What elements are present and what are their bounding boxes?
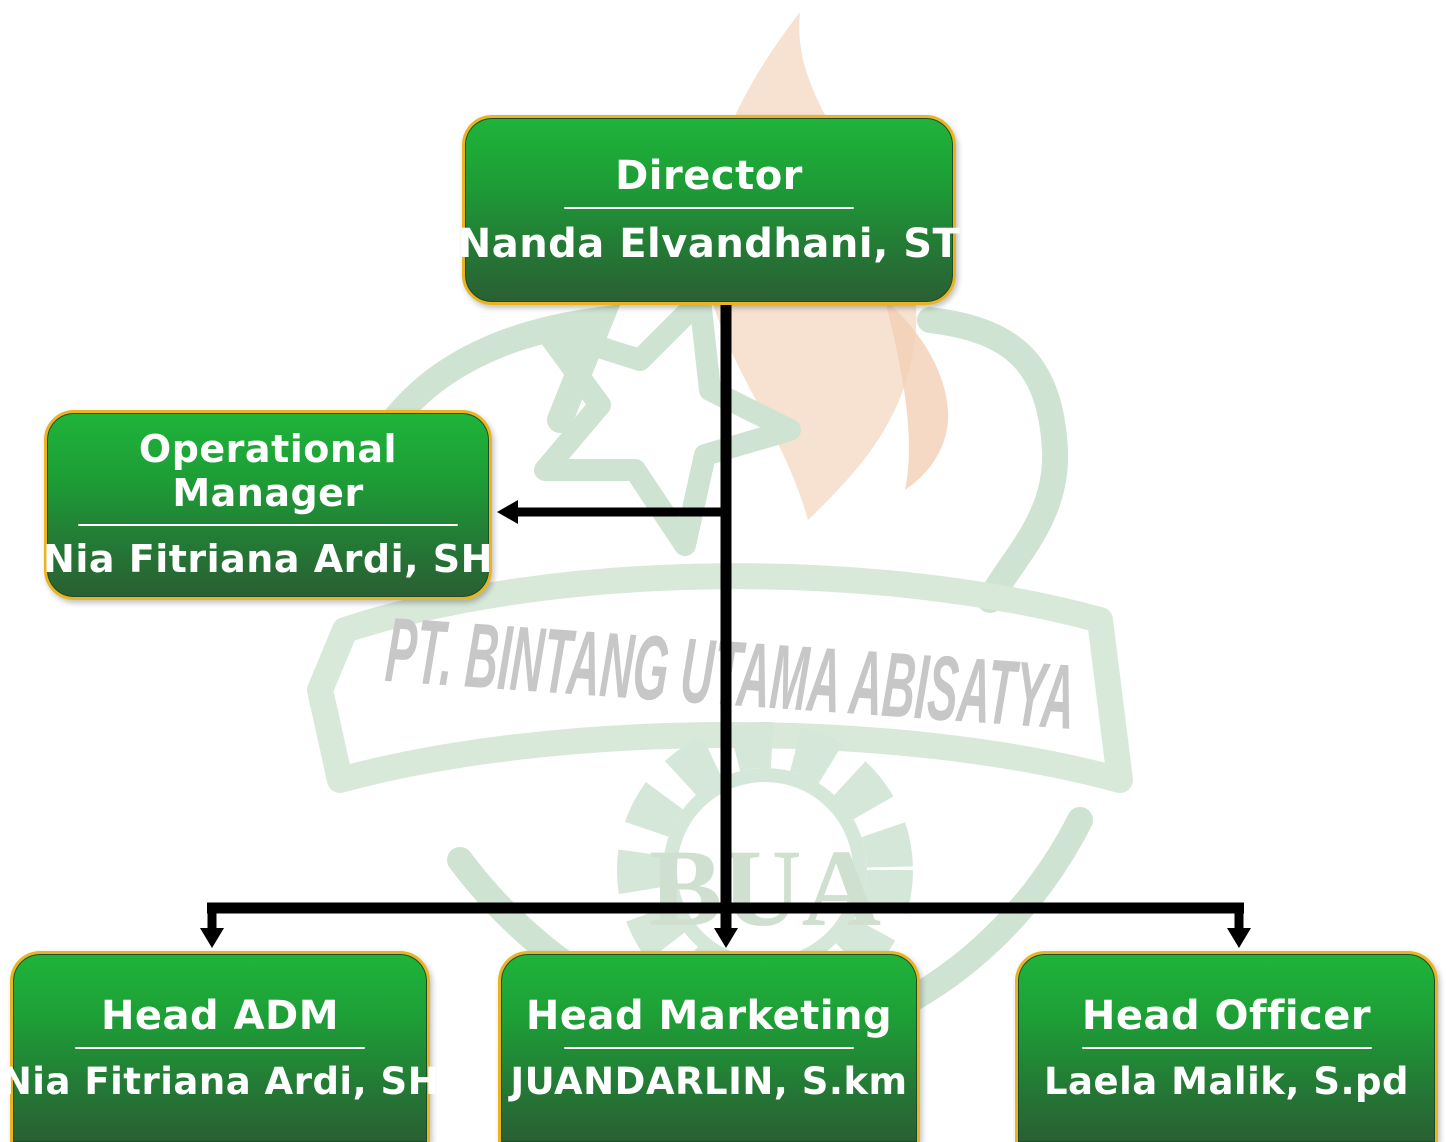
head-adm-divider (75, 1046, 365, 1049)
off-arrow-head (1227, 928, 1251, 948)
head-officer-title: Head Officer (1081, 992, 1372, 1039)
operational-manager-title: Operational Manager (138, 427, 398, 516)
head-marketing-box: Head Marketing JUANDARLIN, S.km (498, 951, 920, 1142)
banner-ribbon (307, 563, 1133, 793)
operational-manager-divider (78, 523, 458, 526)
head-adm-name: Nia Fitriana Ardi, SH (0, 1059, 440, 1103)
head-officer-name: Laela Malik, S.pd (1043, 1059, 1410, 1103)
head-marketing-divider (564, 1046, 854, 1049)
director-name: Nanda Elvandhani, ST (457, 221, 961, 267)
flame-inner (885, 300, 949, 490)
head-marketing-title: Head Marketing (525, 992, 893, 1039)
director-divider (564, 207, 854, 209)
head-officer-divider (1081, 1046, 1372, 1049)
director-title: Director (615, 153, 803, 199)
star-outline (534, 289, 801, 556)
director-box: Director Nanda Elvandhani, ST (458, 115, 960, 305)
shield-outline (367, 304, 1069, 613)
adm-arrow-head (200, 928, 224, 948)
head-officer-box: Head Officer Laela Malik, S.pd (1015, 951, 1438, 1142)
operational-manager-box: Operational Manager Nia Fitriana Ardi, S… (43, 410, 493, 600)
head-marketing-name: JUANDARLIN, S.km (510, 1059, 908, 1103)
watermark-initials-text: BUA (649, 827, 881, 949)
head-adm-title: Head ADM (100, 992, 340, 1039)
ops-arrow-head (497, 500, 518, 524)
operational-manager-name: Nia Fitriana Ardi, SH (43, 536, 493, 581)
head-adm-box: Head ADM Nia Fitriana Ardi, SH (1, 951, 439, 1142)
mkt-arrow-head (714, 928, 738, 948)
